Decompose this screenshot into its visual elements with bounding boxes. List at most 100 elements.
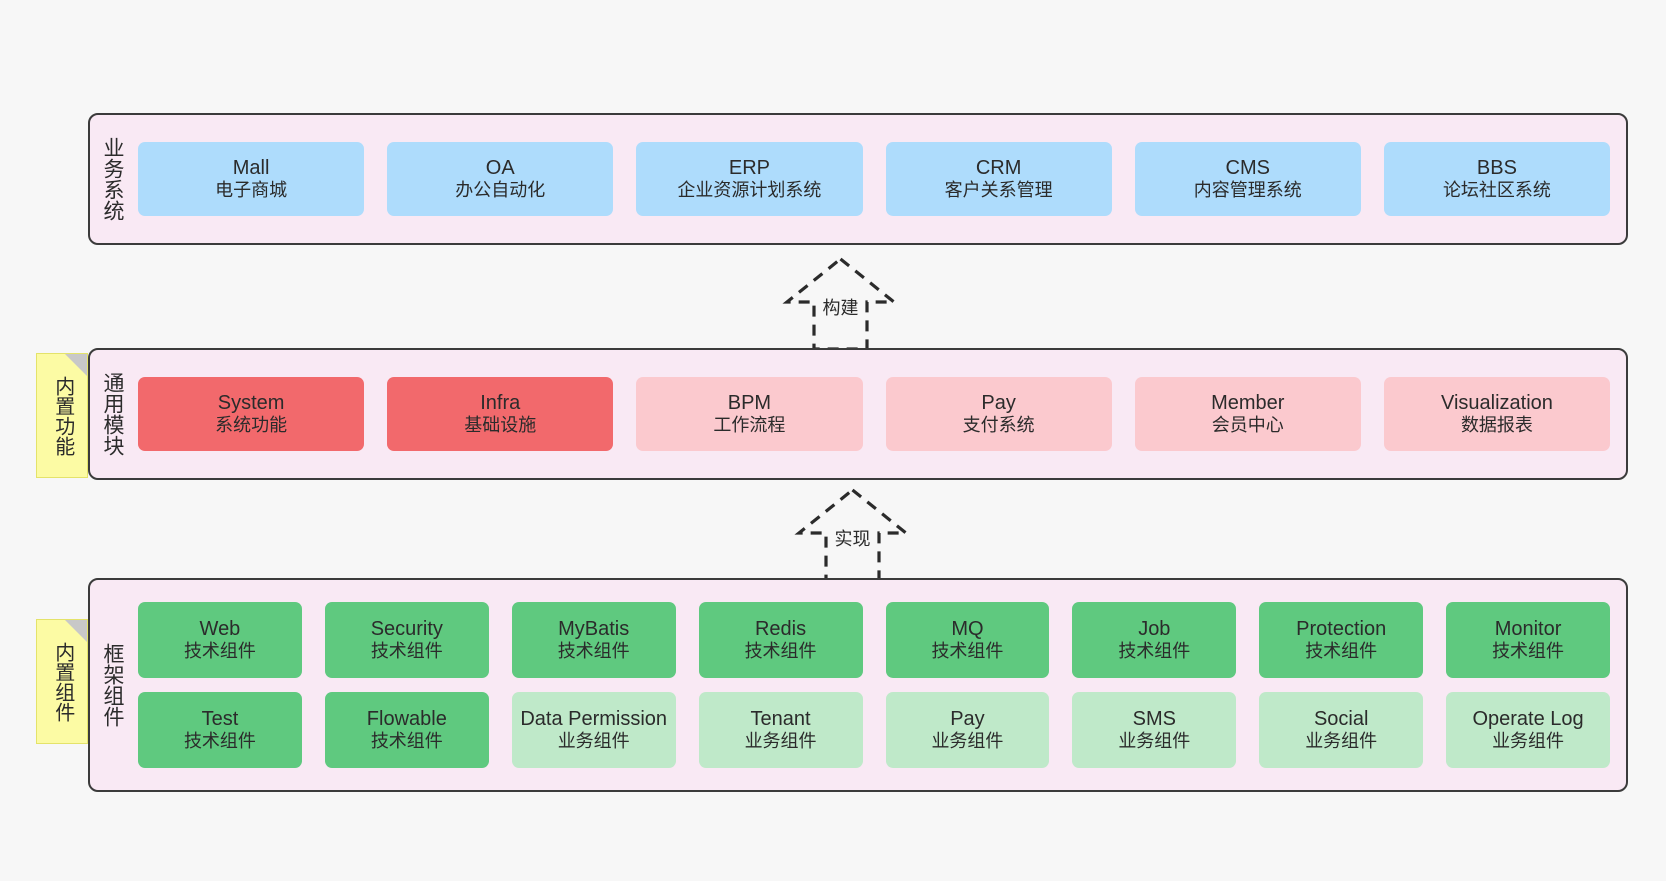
card-subtitle: 技术组件 bbox=[183, 731, 256, 752]
note-builtin-components-label: 内置组件 bbox=[51, 641, 74, 722]
common-modules-row: System 系统功能 Infra 基础设施 BPM 工作流程 Pay 支付系统… bbox=[138, 377, 1611, 451]
framework-card-security[interactable]: Security 技术组件 bbox=[324, 602, 489, 678]
business-card-bbs[interactable]: BBS 论坛社区系统 bbox=[1383, 142, 1611, 216]
card-title: Test bbox=[201, 707, 239, 730]
framework-card-operate-log[interactable]: Operate Log 业务组件 bbox=[1446, 692, 1610, 768]
card-title: Mall bbox=[232, 156, 270, 179]
framework-card-mq[interactable]: MQ 技术组件 bbox=[885, 602, 1050, 678]
card-title: Visualization bbox=[1440, 391, 1553, 414]
framework-card-social[interactable]: Social 业务组件 bbox=[1259, 692, 1424, 768]
connector-build-arrow: 构建 bbox=[753, 253, 928, 353]
card-subtitle: 技术组件 bbox=[370, 731, 443, 752]
card-title: Redis bbox=[754, 617, 807, 640]
card-subtitle: 数据报表 bbox=[1460, 415, 1533, 436]
note-builtin-features-label: 内置功能 bbox=[51, 375, 74, 456]
framework-card-flowable[interactable]: Flowable 技术组件 bbox=[324, 692, 489, 768]
card-title: Web bbox=[199, 617, 241, 640]
card-subtitle: 技术组件 bbox=[1492, 641, 1565, 662]
card-subtitle: 技术组件 bbox=[931, 641, 1004, 662]
framework-card-monitor[interactable]: Monitor 技术组件 bbox=[1446, 602, 1610, 678]
card-title: MyBatis bbox=[558, 617, 630, 640]
card-subtitle: 系统功能 bbox=[215, 415, 288, 436]
card-title: Tenant bbox=[750, 707, 811, 730]
tier-common-modules: 通用模块 System 系统功能 Infra 基础设施 BPM 工作流程 Pay bbox=[88, 348, 1628, 480]
card-subtitle: 基础设施 bbox=[464, 415, 537, 436]
common-card-infra[interactable]: Infra 基础设施 bbox=[387, 377, 614, 451]
common-card-system[interactable]: System 系统功能 bbox=[138, 377, 365, 451]
card-title: MQ bbox=[951, 617, 984, 640]
card-subtitle: 业务组件 bbox=[931, 731, 1004, 752]
framework-card-mybatis[interactable]: MyBatis 技术组件 bbox=[511, 602, 676, 678]
card-title: Infra bbox=[480, 391, 521, 414]
business-systems-row: Mall 电子商城 OA 办公自动化 ERP 企业资源计划系统 CRM 客户关系… bbox=[138, 142, 1611, 216]
card-subtitle: 技术组件 bbox=[370, 641, 443, 662]
tier-common-modules-body: System 系统功能 Infra 基础设施 BPM 工作流程 Pay 支付系统… bbox=[134, 350, 1626, 478]
card-title: Member bbox=[1211, 391, 1285, 414]
business-card-cms[interactable]: CMS 内容管理系统 bbox=[1134, 142, 1361, 216]
card-title: OA bbox=[485, 156, 515, 179]
card-title: Pay bbox=[981, 391, 1016, 414]
card-title: Job bbox=[1138, 617, 1171, 640]
tier-framework-components-body: Web 技术组件 Security 技术组件 MyBatis 技术组件 Redi… bbox=[134, 580, 1626, 790]
framework-card-data-permission[interactable]: Data Permission 业务组件 bbox=[511, 692, 676, 768]
card-title: BPM bbox=[727, 391, 772, 414]
card-title: CMS bbox=[1225, 156, 1270, 179]
card-subtitle: 办公自动化 bbox=[455, 180, 546, 201]
card-subtitle: 业务组件 bbox=[1492, 731, 1565, 752]
card-subtitle: 业务组件 bbox=[1118, 731, 1191, 752]
framework-card-web[interactable]: Web 技术组件 bbox=[138, 602, 302, 678]
business-card-crm[interactable]: CRM 客户关系管理 bbox=[885, 142, 1112, 216]
common-card-member[interactable]: Member 会员中心 bbox=[1134, 377, 1361, 451]
card-title: Monitor bbox=[1494, 617, 1562, 640]
framework-card-sms[interactable]: SMS 业务组件 bbox=[1072, 692, 1237, 768]
tier-business-systems-body: Mall 电子商城 OA 办公自动化 ERP 企业资源计划系统 CRM 客户关系… bbox=[134, 115, 1626, 243]
framework-card-redis[interactable]: Redis 技术组件 bbox=[698, 602, 863, 678]
note-builtin-features: 内置功能 bbox=[36, 353, 88, 478]
card-title: Social bbox=[1313, 707, 1369, 730]
card-subtitle: 业务组件 bbox=[1305, 731, 1378, 752]
common-card-bpm[interactable]: BPM 工作流程 bbox=[636, 377, 863, 451]
connector-realize-arrow: 实现 bbox=[765, 484, 940, 584]
tier-business-systems: 业务系统 Mall 电子商城 OA 办公自动化 ERP 企业资源计划系统 CRM bbox=[88, 113, 1628, 245]
card-subtitle: 支付系统 bbox=[962, 415, 1035, 436]
common-card-pay[interactable]: Pay 支付系统 bbox=[885, 377, 1112, 451]
framework-components-row-2: Test 技术组件 Flowable 技术组件 Data Permission … bbox=[138, 692, 1610, 768]
framework-card-job[interactable]: Job 技术组件 bbox=[1072, 602, 1237, 678]
common-card-visualization[interactable]: Visualization 数据报表 bbox=[1383, 377, 1611, 451]
framework-components-row-1: Web 技术组件 Security 技术组件 MyBatis 技术组件 Redi… bbox=[138, 602, 1610, 678]
card-subtitle: 客户关系管理 bbox=[944, 180, 1053, 201]
note-builtin-components: 内置组件 bbox=[36, 619, 88, 744]
card-subtitle: 技术组件 bbox=[744, 641, 817, 662]
business-card-erp[interactable]: ERP 企业资源计划系统 bbox=[636, 142, 863, 216]
card-subtitle: 工作流程 bbox=[713, 415, 786, 436]
tier-common-modules-caption: 通用模块 bbox=[101, 372, 125, 456]
framework-card-tenant[interactable]: Tenant 业务组件 bbox=[698, 692, 863, 768]
card-subtitle: 业务组件 bbox=[744, 731, 817, 752]
card-subtitle: 技术组件 bbox=[183, 641, 256, 662]
card-subtitle: 电子商城 bbox=[215, 180, 288, 201]
business-card-oa[interactable]: OA 办公自动化 bbox=[387, 142, 614, 216]
card-title: ERP bbox=[728, 156, 770, 179]
card-title: System bbox=[217, 391, 285, 414]
framework-card-pay[interactable]: Pay 业务组件 bbox=[885, 692, 1050, 768]
card-title: Flowable bbox=[366, 707, 447, 730]
card-title: BBS bbox=[1476, 156, 1517, 179]
card-title: Protection bbox=[1296, 617, 1387, 640]
framework-card-test[interactable]: Test 技术组件 bbox=[138, 692, 302, 768]
card-title: Security bbox=[370, 617, 443, 640]
card-subtitle: 内容管理系统 bbox=[1193, 180, 1302, 201]
card-subtitle: 技术组件 bbox=[1118, 641, 1191, 662]
card-title: Data Permission bbox=[520, 707, 668, 730]
card-subtitle: 技术组件 bbox=[1305, 641, 1378, 662]
framework-card-protection[interactable]: Protection 技术组件 bbox=[1259, 602, 1424, 678]
card-subtitle: 技术组件 bbox=[557, 641, 630, 662]
tier-framework-components-caption: 框架组件 bbox=[101, 643, 125, 727]
card-title: SMS bbox=[1132, 707, 1176, 730]
card-subtitle: 业务组件 bbox=[557, 731, 630, 752]
card-title: Operate Log bbox=[1472, 707, 1584, 730]
card-subtitle: 论坛社区系统 bbox=[1442, 180, 1551, 201]
business-card-mall[interactable]: Mall 电子商城 bbox=[138, 142, 365, 216]
tier-business-systems-caption: 业务系统 bbox=[101, 137, 125, 221]
card-subtitle: 企业资源计划系统 bbox=[677, 180, 822, 201]
